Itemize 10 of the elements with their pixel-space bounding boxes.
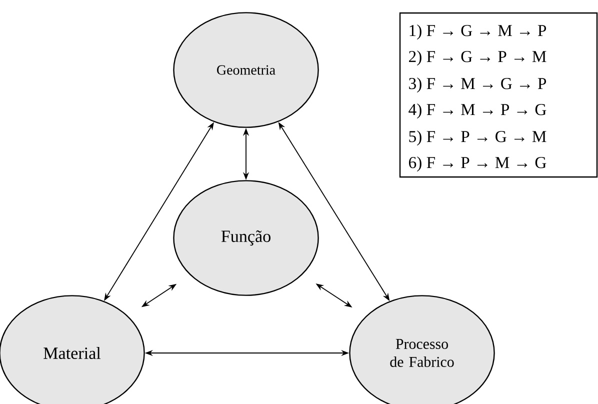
- circle-node: Função: [173, 180, 319, 296]
- circle-node: Material: [0, 295, 145, 404]
- legend-entry: 1) F → G → M → P: [410, 24, 546, 40]
- circle-node: Geometria: [173, 12, 319, 128]
- legend-entry: 4) F → M → P → G: [408, 103, 546, 119]
- legend-entry: 3) F → M → G → P: [409, 77, 546, 93]
- circle-node: Processo de Fabrico: [349, 295, 495, 404]
- legend-entry: 6) F → P → M → G: [408, 156, 546, 172]
- legend-entry: 5) F → P → G → M: [409, 130, 546, 146]
- legend-entry: 2) F → G → P → M: [409, 50, 546, 66]
